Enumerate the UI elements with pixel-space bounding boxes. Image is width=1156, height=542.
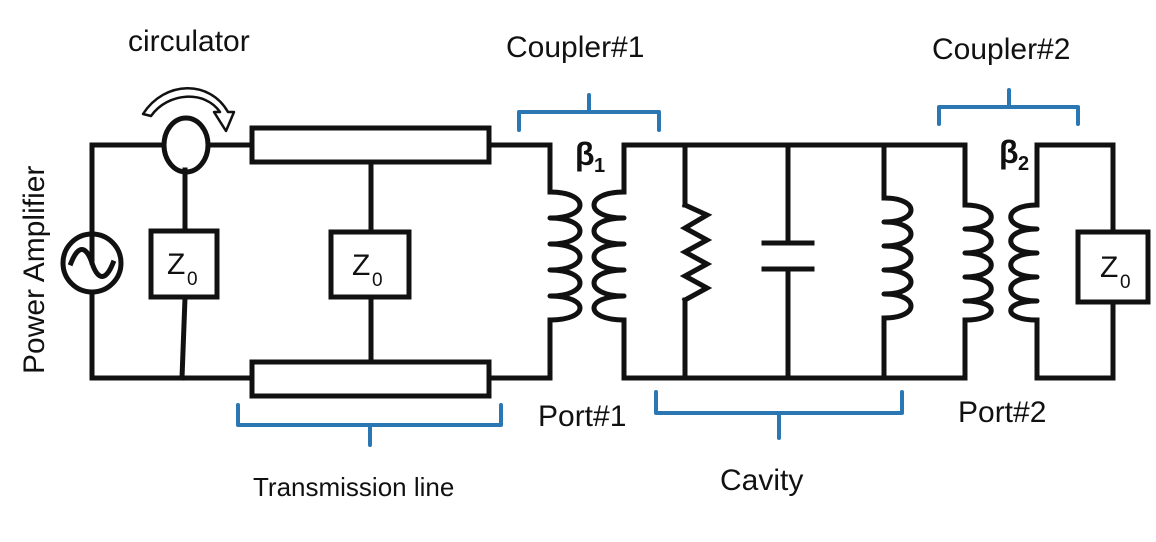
beta1-label: β 1 — [575, 136, 605, 177]
z0-load-symbol: Z — [1100, 251, 1118, 284]
z0-left-subscript: 0 — [187, 269, 198, 290]
z0-load-subscript: 0 — [1120, 272, 1131, 293]
coupler1-primary — [486, 142, 583, 381]
label-port1: Port#1 — [538, 400, 626, 433]
z0-line-symbol: Z — [352, 249, 370, 282]
label-coupler1: Coupler#1 — [506, 31, 644, 64]
beta2-subscript: 2 — [1018, 153, 1029, 175]
beta1-symbol: β — [575, 136, 595, 172]
ac-source-icon — [60, 231, 124, 295]
label-transmission-line: Transmission line — [253, 472, 454, 502]
circulator-icon — [161, 115, 211, 175]
beta2-label: β 2 — [999, 134, 1029, 175]
coupler2-secondary: Z 0 — [1008, 142, 1151, 381]
transmission-line: Z 0 — [249, 125, 492, 399]
label-cavity: Cavity — [720, 464, 803, 497]
brace-transmission-line — [236, 403, 503, 447]
label-coupler2: Coupler#2 — [932, 33, 1070, 66]
label-port2: Port#2 — [958, 396, 1046, 429]
label-circulator: circulator — [128, 25, 250, 58]
source-loop — [89, 142, 255, 381]
impedance-z0-left: Z 0 — [148, 228, 220, 300]
z0-line-subscript: 0 — [372, 270, 383, 291]
beta1-subscript: 1 — [594, 155, 605, 177]
beta2-symbol: β — [999, 134, 1019, 170]
brace-coupler1 — [517, 93, 661, 132]
label-power-amplifier: Power Amplifier — [18, 166, 51, 374]
brace-cavity — [654, 390, 904, 440]
circulator-arrow-icon — [141, 87, 236, 133]
brace-coupler2 — [937, 88, 1080, 126]
z0-left-symbol: Z — [167, 248, 185, 281]
cavity-network — [591, 142, 994, 381]
